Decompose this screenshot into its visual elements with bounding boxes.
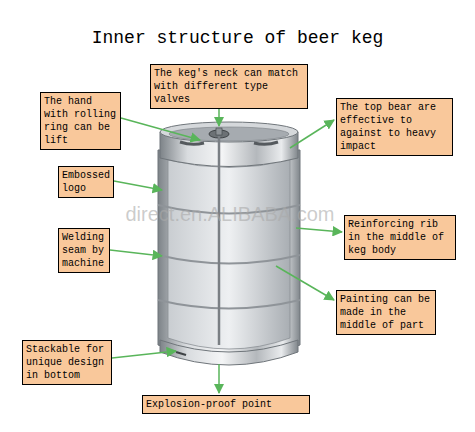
spear-tube bbox=[218, 136, 221, 345]
callout-text: The keg's neck can match with different … bbox=[154, 67, 304, 106]
callout-box: Reinforcing rib in the middle of keg bod… bbox=[344, 215, 456, 260]
bottom-chime bbox=[160, 340, 298, 365]
leader-line bbox=[276, 266, 334, 300]
stack-slot bbox=[176, 352, 186, 355]
diagram-title: Inner structure of beer keg bbox=[0, 28, 475, 48]
leader-line bbox=[121, 118, 200, 140]
hand-hole bbox=[254, 142, 278, 144]
callout-box: The keg's neck can match with different … bbox=[150, 64, 308, 109]
callout-text: Explosion-proof point bbox=[146, 398, 306, 411]
leader-line bbox=[296, 228, 342, 232]
callout-box: Embossed logo bbox=[58, 166, 114, 198]
callout-box: Painting can be made in the middle of pa… bbox=[336, 290, 436, 335]
leader-line bbox=[218, 364, 220, 393]
watermark: direct.en.ALIBABA.com bbox=[110, 203, 350, 226]
hand-hole bbox=[180, 142, 204, 144]
leader-line bbox=[110, 250, 162, 256]
callout-box: Welding seam by machine bbox=[58, 228, 110, 273]
keg-body bbox=[158, 150, 300, 359]
leader-line bbox=[114, 181, 162, 190]
callout-text: Embossed logo bbox=[62, 169, 110, 195]
callout-box: Stackable for unique design in bottom bbox=[22, 340, 112, 385]
callout-text: The hand with rolling ring can be lift bbox=[44, 95, 117, 147]
callout-text: Stackable for unique design in bottom bbox=[26, 343, 108, 382]
leader-line bbox=[112, 351, 176, 358]
reinforcing-rib bbox=[158, 300, 300, 309]
keg-top bbox=[169, 127, 289, 141]
leader-line bbox=[290, 120, 334, 148]
callout-text: The top bear are effective to against to… bbox=[340, 101, 449, 153]
chime-rim bbox=[160, 122, 298, 142]
valve bbox=[216, 128, 222, 135]
callout-text: Welding seam by machine bbox=[62, 231, 106, 270]
callout-text: Reinforcing rib in the middle of keg bod… bbox=[348, 218, 452, 257]
callout-box: The top bear are effective to against to… bbox=[336, 98, 453, 156]
reinforcing-rib bbox=[158, 255, 300, 264]
callout-box: The hand with rolling ring can be lift bbox=[40, 92, 121, 150]
callout-text: Painting can be made in the middle of pa… bbox=[340, 293, 432, 332]
keg-interior bbox=[168, 160, 290, 349]
callout-box: Explosion-proof point bbox=[142, 395, 310, 414]
